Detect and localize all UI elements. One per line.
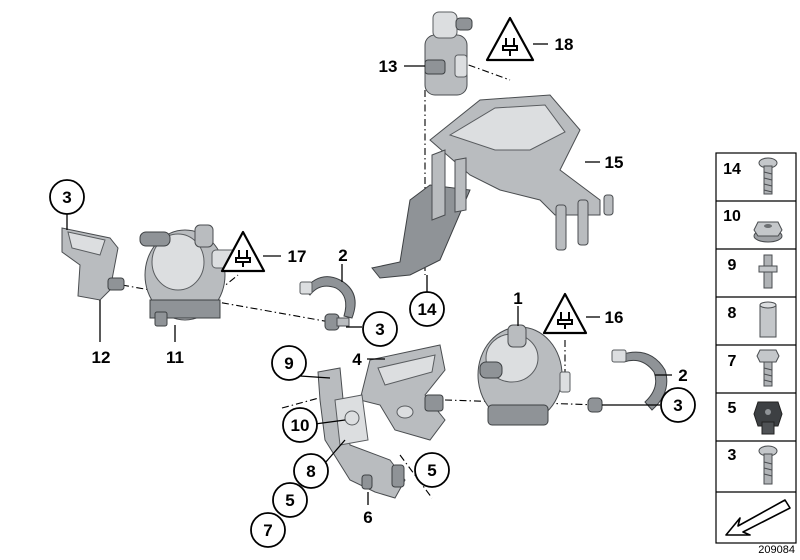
callout-18: 18 bbox=[555, 35, 574, 54]
legend-item-10: 10 bbox=[723, 208, 783, 243]
callout-2b: 2 bbox=[678, 366, 687, 385]
legend-item-14: 14 bbox=[723, 157, 778, 195]
support-bracket-middle bbox=[359, 344, 446, 441]
callout-11: 11 bbox=[166, 348, 184, 367]
svg-text:7: 7 bbox=[728, 353, 737, 370]
callout-16: 16 bbox=[605, 308, 624, 327]
warning-triangle-18-icon bbox=[485, 16, 535, 62]
callout-17: 17 bbox=[288, 247, 307, 266]
hose-clamp-right bbox=[587, 349, 668, 413]
pump-mounting-bracket bbox=[371, 94, 614, 279]
legend-item-3: 3 bbox=[728, 445, 778, 485]
callout-5b: 5 bbox=[427, 461, 436, 480]
callout-6: 6 bbox=[363, 508, 372, 527]
callout-13: 13 bbox=[379, 57, 398, 76]
callout-1: 1 bbox=[513, 289, 522, 308]
arrow-indicator-icon bbox=[725, 499, 791, 536]
legend-item-8: 8 bbox=[728, 301, 777, 338]
callout-labels: 3 12 11 17 2 3 13 18 15 14 1 16 2 3 4 9 … bbox=[62, 35, 687, 540]
callout-4: 4 bbox=[352, 350, 362, 369]
callout-5a: 5 bbox=[285, 491, 294, 510]
svg-text:9: 9 bbox=[728, 257, 737, 274]
hex-collar-nut-icon bbox=[753, 221, 783, 243]
svg-text:14: 14 bbox=[723, 161, 741, 178]
callout-7: 7 bbox=[263, 521, 272, 540]
auxiliary-water-pump-small bbox=[424, 11, 473, 96]
warning-triangle-16-icon bbox=[542, 292, 588, 335]
callout-3a: 3 bbox=[62, 188, 71, 207]
torx-screw-icon bbox=[758, 157, 778, 195]
fastener-legend: 14 10 9 8 bbox=[715, 152, 797, 544]
support-bracket-lower bbox=[317, 367, 406, 499]
svg-text:5: 5 bbox=[728, 400, 737, 417]
legend-item-7: 7 bbox=[728, 349, 780, 387]
callout-9: 9 bbox=[284, 354, 293, 373]
hose-clamp-upper bbox=[299, 276, 356, 319]
rubber-grommet-icon bbox=[753, 401, 783, 435]
svg-text:10: 10 bbox=[723, 208, 741, 225]
callout-15: 15 bbox=[605, 153, 624, 172]
spacer-sleeve-icon bbox=[759, 301, 777, 338]
callout-circles bbox=[49, 179, 696, 548]
figure-number: 209084 bbox=[758, 544, 795, 556]
svg-text:8: 8 bbox=[728, 305, 737, 322]
pump-holder-bracket-left bbox=[61, 227, 125, 301]
callout-10: 10 bbox=[291, 416, 310, 435]
callout-3b: 3 bbox=[375, 320, 384, 339]
collar-screw-icon bbox=[758, 445, 778, 485]
stud-bolt-icon bbox=[758, 254, 778, 289]
hex-bolt-icon bbox=[756, 349, 780, 387]
warning-triangle-17-icon bbox=[220, 230, 266, 273]
electric-water-pump-right bbox=[477, 324, 571, 426]
callout-14: 14 bbox=[418, 300, 437, 319]
callout-8: 8 bbox=[306, 462, 315, 481]
callout-2a: 2 bbox=[338, 246, 347, 265]
legend-item-5: 5 bbox=[728, 400, 783, 435]
callout-12: 12 bbox=[92, 348, 111, 367]
electric-water-pump-left bbox=[139, 224, 237, 327]
callout-3c: 3 bbox=[673, 396, 682, 415]
legend-item-9: 9 bbox=[728, 254, 778, 289]
collar-screw-upper bbox=[324, 313, 350, 331]
svg-text:3: 3 bbox=[728, 447, 737, 464]
